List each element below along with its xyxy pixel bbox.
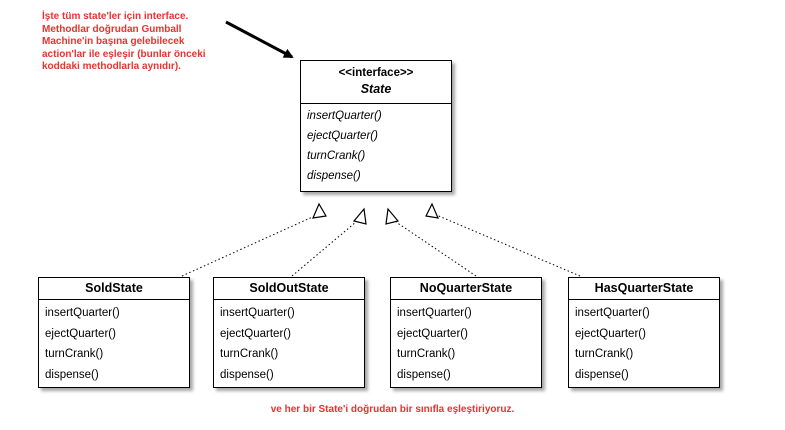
method-item: insertQuarter() (397, 307, 472, 319)
method-item: turnCrank() (575, 348, 634, 360)
interface-annotation: İşte tüm state'ler için interface. Metho… (42, 11, 272, 74)
class-methods: insertQuarter() ejectQuarter() turnCrank… (569, 300, 719, 385)
method-item: turnCrank() (397, 348, 456, 360)
realization-arrowhead-2 (352, 207, 367, 225)
method-item: dispense() (45, 368, 99, 381)
annotation-line: Machine'in başına gelebilecek (42, 36, 185, 47)
interface-stereotype: <<interface>> (338, 67, 414, 79)
class-methods: insertQuarter() ejectQuarter() turnCrank… (39, 300, 189, 385)
realization-line-hasquarterstate (433, 213, 581, 277)
class-box-noquarterstate: NoQuarterState insertQuarter() ejectQuar… (390, 277, 542, 388)
method-item: dispense() (575, 368, 629, 381)
realization-line-noquarterstate (395, 221, 477, 277)
class-methods: insertQuarter() ejectQuarter() turnCrank… (214, 300, 364, 385)
interface-name: State (360, 82, 392, 96)
method-item: dispense() (220, 368, 274, 381)
method-item: dispense() (307, 170, 361, 182)
method-item: ejectQuarter() (307, 130, 378, 142)
class-box-soldoutstate: SoldOutState insertQuarter() ejectQuarte… (213, 277, 365, 388)
class-box-hasquarterstate: HasQuarterState insertQuarter() ejectQua… (568, 277, 720, 388)
method-item: turnCrank() (45, 348, 104, 360)
method-item: ejectQuarter() (575, 327, 646, 340)
method-item: insertQuarter() (307, 110, 382, 122)
annotation-line: Methodlar doğrudan Gumball (42, 23, 182, 35)
method-item: insertQuarter() (45, 307, 120, 319)
interface-methods: insertQuarter() ejectQuarter() turnCrank… (301, 104, 451, 186)
annotation-line: koddaki methodlarla aynıdır). (42, 61, 181, 72)
annotation-line: action'lar ile eşleşir (bunlar önceki (42, 48, 206, 60)
class-name: SoldOutState (214, 278, 364, 300)
realization-line-soldstate (181, 213, 320, 277)
method-item: insertQuarter() (220, 307, 295, 319)
annotation-arrow (225, 20, 294, 59)
class-methods: insertQuarter() ejectQuarter() turnCrank… (391, 300, 541, 385)
method-item: insertQuarter() (575, 307, 650, 319)
class-name: HasQuarterState (569, 278, 719, 300)
realization-line-soldoutstate (291, 221, 357, 277)
method-item: ejectQuarter() (220, 327, 291, 340)
interface-header: <<interface>> State (301, 61, 451, 104)
realization-arrowhead-3 (385, 207, 400, 225)
method-item: turnCrank() (220, 348, 279, 360)
method-item: turnCrank() (307, 150, 366, 162)
realization-arrowhead-4 (425, 202, 439, 219)
classes-annotation: ve her bir State'i doğrudan bir sınıfla … (270, 404, 515, 415)
interface-box-state: <<interface>> State insertQuarter() ejec… (300, 60, 452, 192)
method-item: ejectQuarter() (397, 327, 468, 340)
annotation-line: İşte tüm state'ler için interface. (42, 11, 189, 22)
realization-arrowhead-1 (312, 202, 327, 219)
method-item: ejectQuarter() (45, 327, 116, 340)
class-name: SoldState (39, 278, 189, 300)
method-item: dispense() (397, 368, 451, 381)
class-name: NoQuarterState (391, 278, 541, 300)
class-box-soldstate: SoldState insertQuarter() ejectQuarter()… (38, 277, 190, 388)
